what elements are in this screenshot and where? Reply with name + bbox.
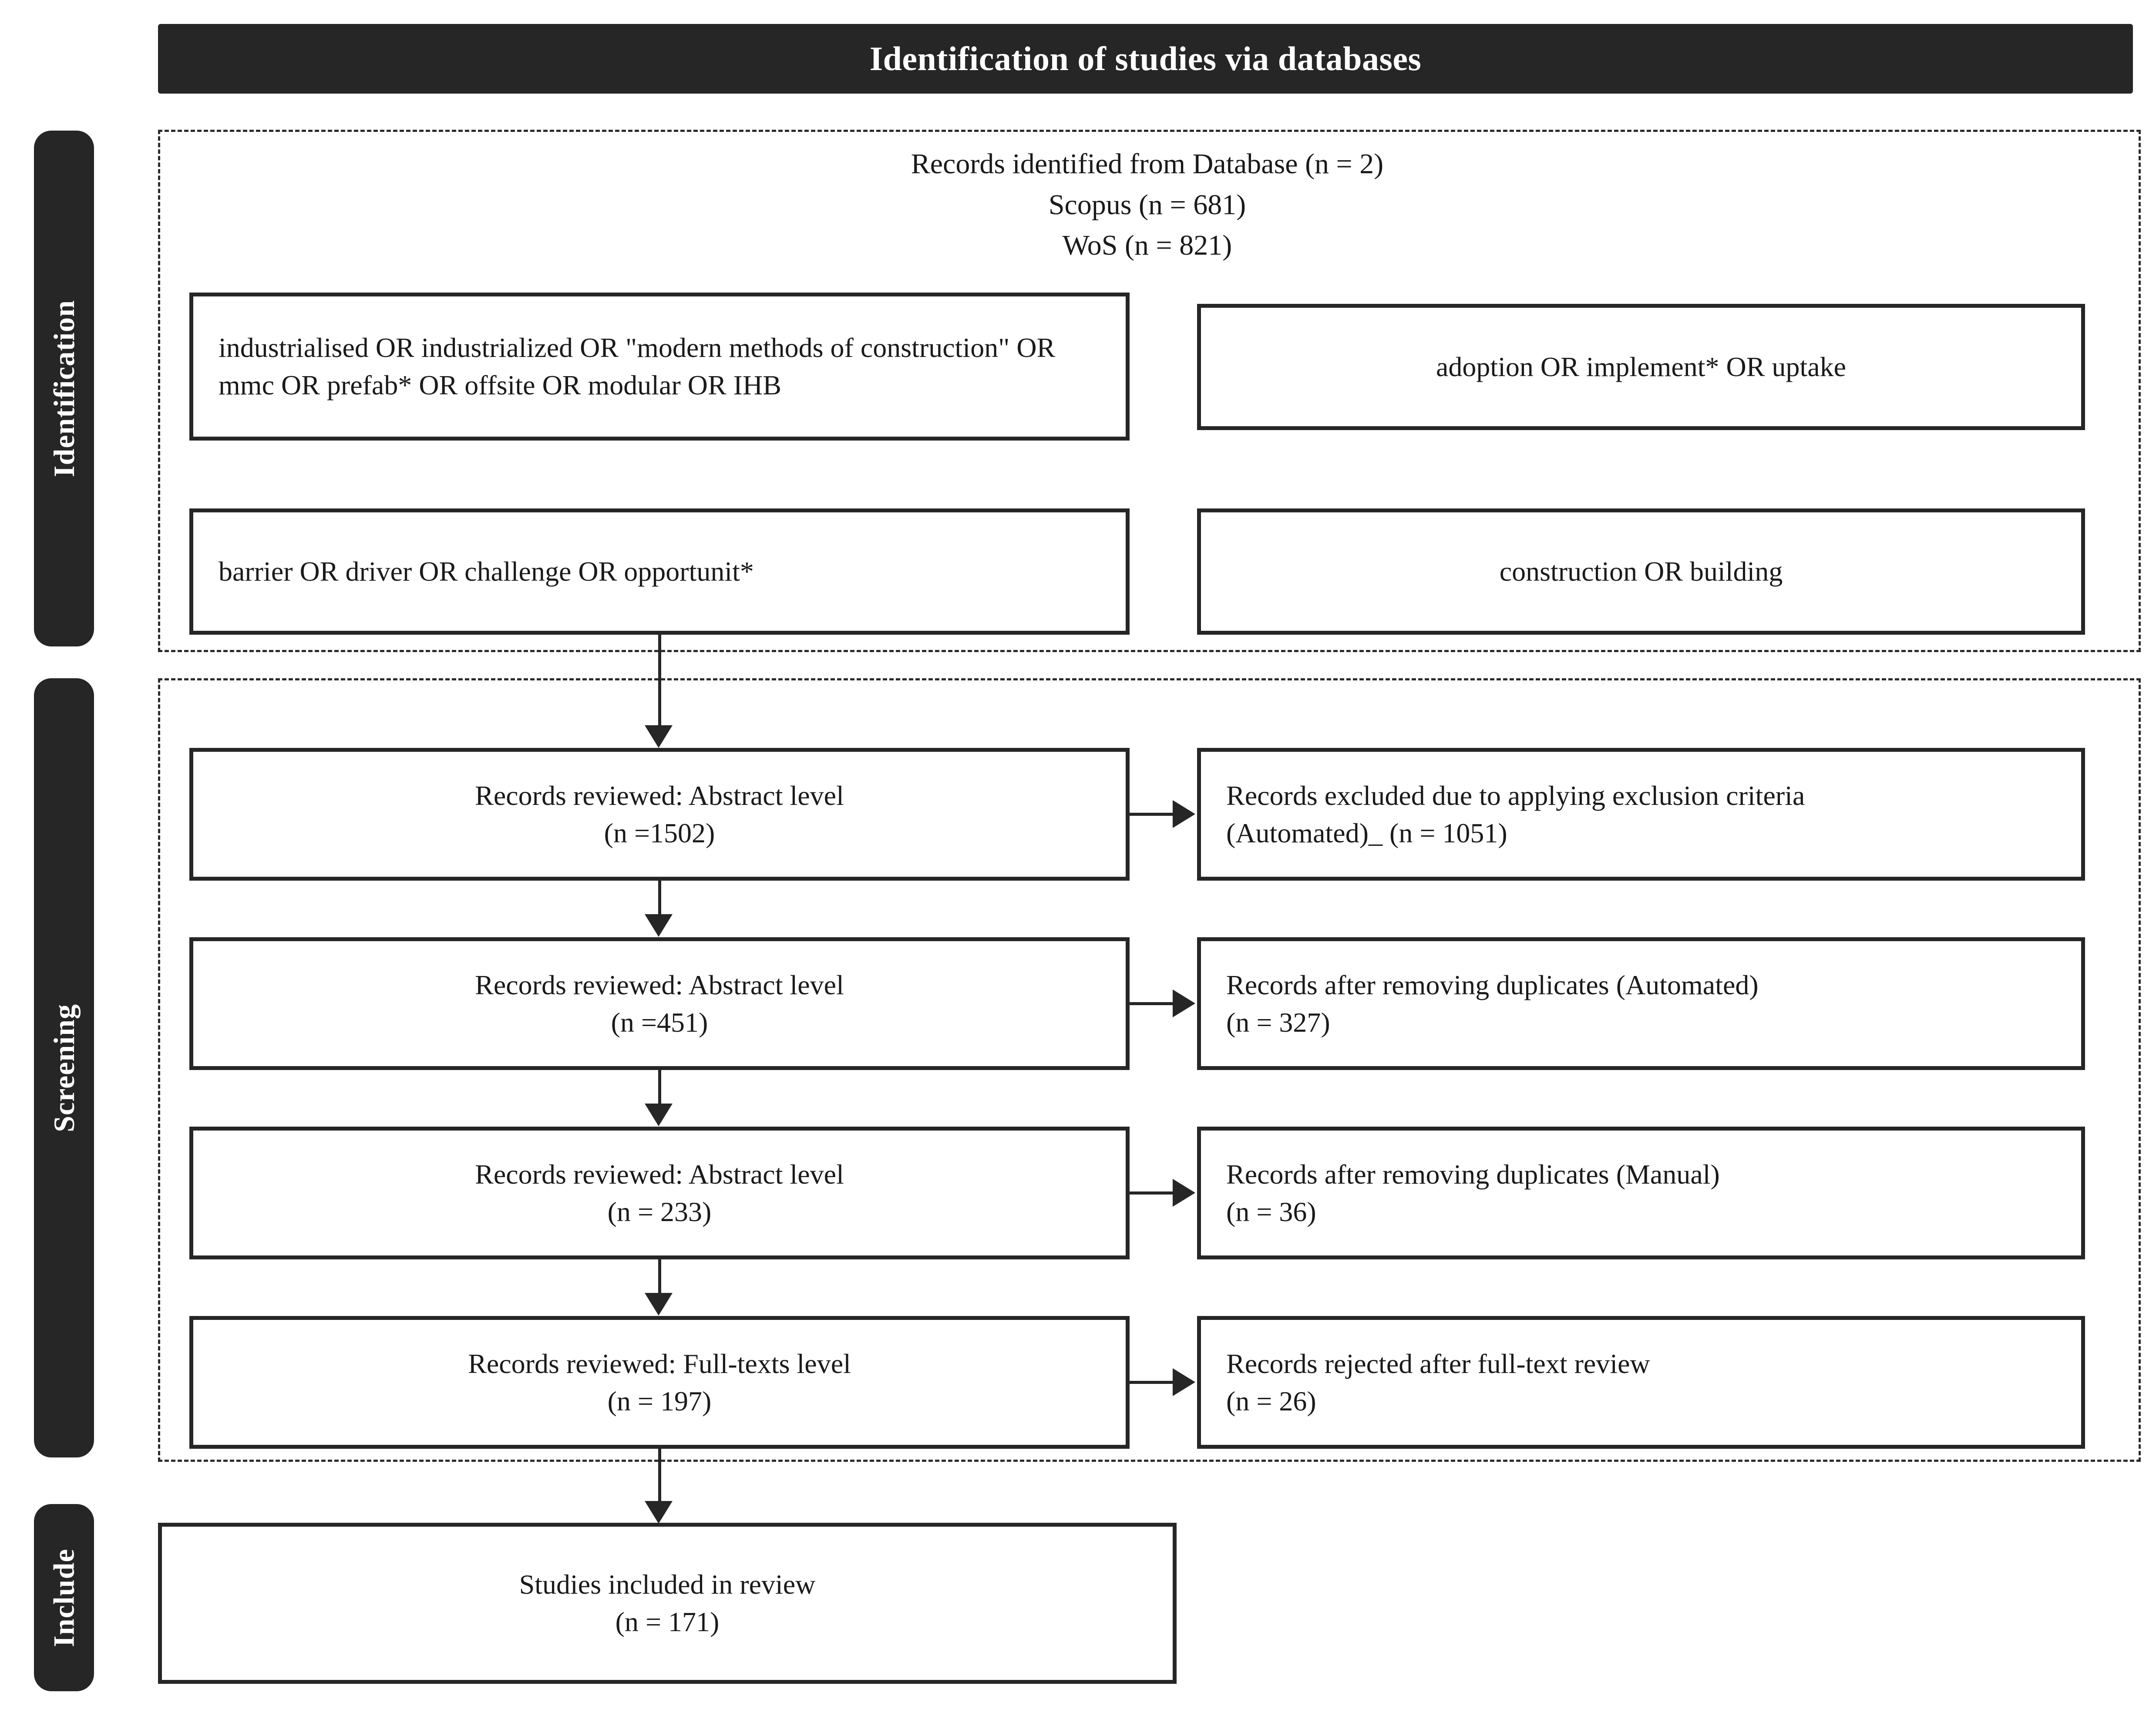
arrowhead-reviewed-1-to-excluded-1 [1173, 800, 1195, 828]
stage-label-screening-text: Screening [47, 1003, 81, 1132]
arrowhead-screening-2-to-3 [645, 1104, 673, 1126]
screening-box-reviewed-2-line-1: Records reviewed: Abstract level [475, 969, 844, 1000]
screening-box-reviewed-1: Records reviewed: Abstract level (n =150… [189, 748, 1130, 881]
search-term-adoption-text: adoption OR implement* OR uptake [1436, 351, 1847, 383]
diagram-title-banner: Identification of studies via databases [158, 24, 2133, 94]
arrowhead-reviewed-3-to-excluded-3 [1173, 1179, 1195, 1207]
screening-box-reviewed-4: Records reviewed: Full-texts level (n = … [189, 1316, 1130, 1449]
identification-section-frame [158, 130, 2141, 652]
search-term-barrier-text: barrier OR driver OR challenge OR opport… [219, 556, 754, 587]
screening-box-excluded-4: Records rejected after full-text review … [1197, 1316, 2085, 1449]
arrowhead-screening-3-to-4 [645, 1293, 673, 1316]
connector-reviewed-4-to-excluded-4 [1130, 1381, 1173, 1384]
search-term-box-barrier: barrier OR driver OR challenge OR opport… [189, 508, 1130, 635]
search-term-population-text: industrialised OR industrialized OR "mod… [219, 332, 1056, 400]
screening-box-excluded-4-line-1: Records rejected after full-text review [1226, 1348, 1650, 1379]
connector-screening-2-to-3 [658, 1070, 661, 1104]
stage-label-identification-text: Identification [47, 300, 81, 477]
arrowhead-screening-1-to-2 [645, 914, 673, 937]
screening-box-reviewed-1-line-2: (n =1502) [604, 817, 715, 848]
screening-box-excluded-3-line-2: (n = 36) [1226, 1196, 1316, 1227]
search-term-box-population: industrialised OR industrialized OR "mod… [189, 293, 1130, 441]
screening-box-reviewed-2-line-2: (n =451) [611, 1006, 708, 1038]
screening-box-excluded-3-line-1: Records after removing duplicates (Manua… [1226, 1158, 1720, 1190]
stage-label-screening: Screening [34, 678, 94, 1457]
screening-box-reviewed-1-line-1: Records reviewed: Abstract level [475, 780, 844, 811]
records-identified-line-2: Scopus (n = 681) [1048, 188, 1246, 221]
screening-box-reviewed-3-line-2: (n = 233) [607, 1196, 712, 1227]
search-term-box-adoption: adoption OR implement* OR uptake [1197, 304, 2085, 430]
screening-box-excluded-2-line-1: Records after removing duplicates (Autom… [1226, 969, 1759, 1000]
included-studies-box: Studies included in review (n = 171) [158, 1523, 1177, 1684]
screening-box-excluded-1: Records excluded due to applying exclusi… [1197, 748, 2085, 881]
screening-box-excluded-1-line-1: Records excluded due to applying exclusi… [1226, 780, 1805, 811]
screening-section-frame [158, 678, 2141, 1462]
arrowhead-screening-to-included [645, 1501, 673, 1524]
screening-box-excluded-2-line-2: (n = 327) [1226, 1006, 1330, 1038]
records-identified-block: Records identified from Database (n = 2)… [158, 144, 2136, 266]
screening-box-reviewed-2: Records reviewed: Abstract level (n =451… [189, 937, 1130, 1070]
connector-screening-1-to-2 [658, 881, 661, 915]
screening-box-excluded-4-line-2: (n = 26) [1226, 1385, 1316, 1417]
included-studies-line-2: (n = 171) [615, 1606, 720, 1637]
screening-box-reviewed-4-line-1: Records reviewed: Full-texts level [468, 1348, 851, 1379]
diagram-title-text: Identification of studies via databases [869, 40, 1422, 77]
stage-label-include: Include [34, 1504, 94, 1691]
screening-box-reviewed-3-line-1: Records reviewed: Abstract level [475, 1158, 844, 1190]
records-identified-line-3: WoS (n = 821) [1062, 229, 1232, 262]
included-studies-line-1: Studies included in review [519, 1569, 816, 1600]
stage-label-identification: Identification [34, 131, 94, 646]
search-term-context-text: construction OR building [1499, 556, 1783, 587]
connector-reviewed-3-to-excluded-3 [1130, 1191, 1173, 1195]
screening-box-reviewed-3: Records reviewed: Abstract level (n = 23… [189, 1127, 1130, 1259]
connector-reviewed-1-to-excluded-1 [1130, 813, 1173, 816]
connector-screening-3-to-4 [658, 1259, 661, 1293]
screening-box-excluded-3: Records after removing duplicates (Manua… [1197, 1127, 2085, 1259]
stage-label-include-text: Include [47, 1548, 81, 1647]
connector-identification-to-screening [658, 635, 661, 726]
screening-box-excluded-2: Records after removing duplicates (Autom… [1197, 937, 2085, 1070]
connector-reviewed-2-to-excluded-2 [1130, 1002, 1173, 1005]
screening-box-reviewed-4-line-2: (n = 197) [607, 1385, 712, 1417]
search-term-box-context: construction OR building [1197, 508, 2085, 635]
arrowhead-reviewed-2-to-excluded-2 [1173, 989, 1195, 1017]
connector-screening-to-included [658, 1449, 661, 1502]
arrowhead-identification-to-screening [645, 725, 673, 748]
records-identified-line-1: Records identified from Database (n = 2) [911, 148, 1384, 180]
arrowhead-reviewed-4-to-excluded-4 [1173, 1368, 1195, 1396]
screening-box-excluded-1-line-2: (Automated)_ (n = 1051) [1226, 817, 1507, 848]
